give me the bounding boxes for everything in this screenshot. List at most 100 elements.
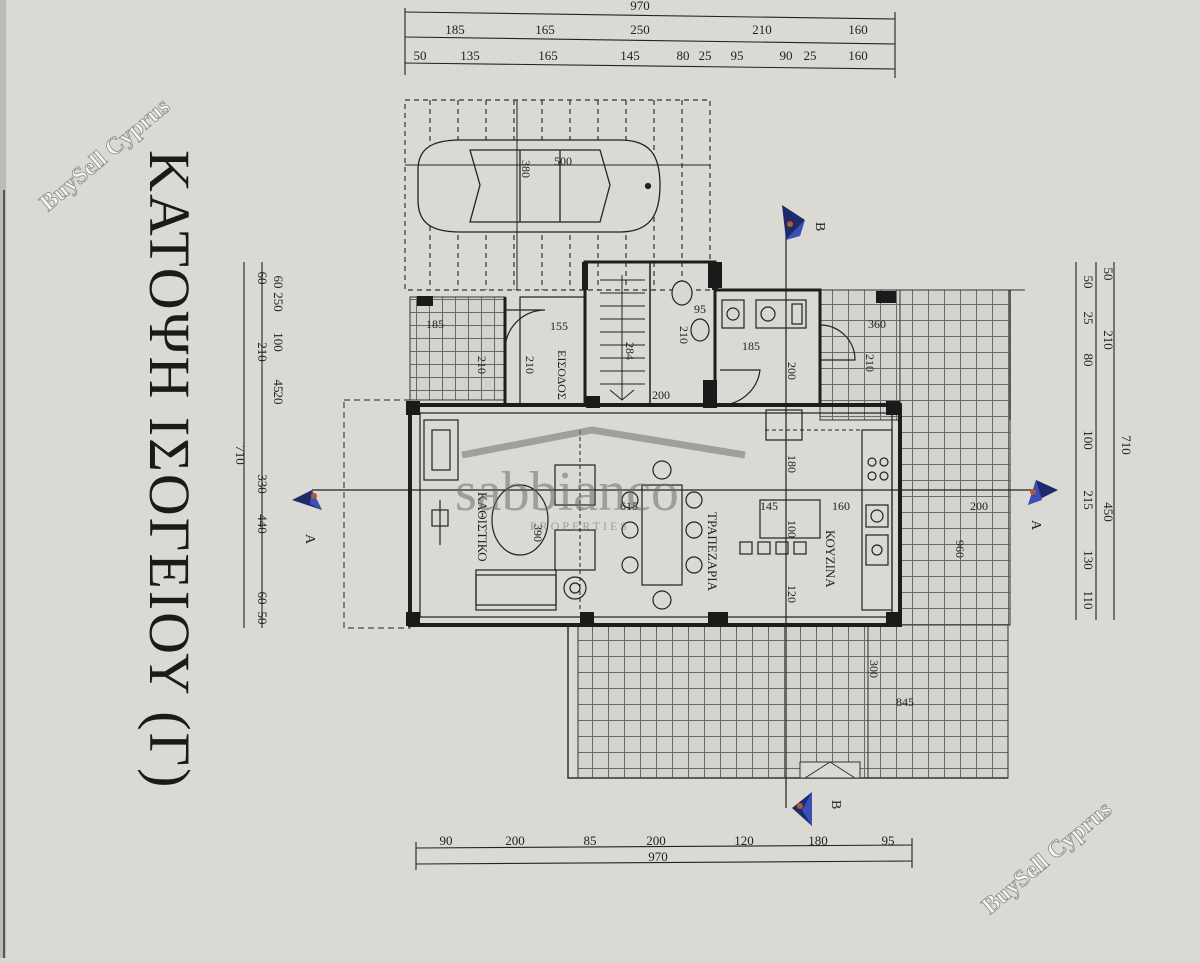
dim-top-row1: 165 xyxy=(535,22,555,37)
dim-terrace-h: 960 xyxy=(953,540,967,558)
dim-right-a: 110 xyxy=(1081,590,1096,609)
section-lines xyxy=(312,222,1048,808)
dim-hall-h: 180 xyxy=(785,455,799,473)
dim-island-h: 100 xyxy=(785,520,799,538)
dim-left-b: 210 xyxy=(255,342,270,362)
room-label-dining: ΤΡΑΠΕΖΑΡΙΑ xyxy=(705,512,720,592)
dim-bottom-row: 85 xyxy=(584,833,597,848)
dim-car-length: 500 xyxy=(554,154,572,168)
dim-wc-w: 95 xyxy=(694,302,706,316)
page-title: ΚΑΤΟΨΗ ΙΣΟΓΕΙΟΥ (Γ) xyxy=(137,150,202,789)
dim-porch-right-h: 210 xyxy=(863,354,877,372)
dim-left-b: 60 xyxy=(255,592,270,605)
dim-bottom-row: 200 xyxy=(505,833,525,848)
kitchen-counter xyxy=(739,409,893,611)
dim-right-b: 50 xyxy=(1101,268,1116,281)
dim-left-b: 330 xyxy=(255,474,270,494)
dim-right-a: 50 xyxy=(1081,276,1096,289)
section-marker-a-right: A xyxy=(1028,480,1058,531)
bathroom-fixtures xyxy=(671,280,807,342)
dim-left-b: 60 xyxy=(255,272,270,285)
dim-right-a: 80 xyxy=(1081,354,1096,367)
dim-stair-h: 284 xyxy=(623,342,637,360)
dim-kitchen-h: 200 xyxy=(785,362,799,380)
dim-top-row2: 160 xyxy=(848,48,868,63)
section-marker-b-bottom: B xyxy=(792,792,843,826)
dim-island-w: 145 xyxy=(760,499,778,513)
dim-left-a: 60 xyxy=(271,276,286,289)
dim-top-row2: 165 xyxy=(538,48,558,63)
dim-bottom-row: 95 xyxy=(882,833,895,848)
dim-top-row1: 250 xyxy=(630,22,650,37)
dim-top-row2: 25 xyxy=(699,48,712,63)
dim-bottom-row: 180 xyxy=(808,833,828,848)
room-label-living: ΚΑΘΙΣΤΙΚΟ xyxy=(475,492,490,562)
dim-living-w: 615 xyxy=(620,499,638,513)
dim-right-a: 215 xyxy=(1081,490,1096,510)
dim-left-a: 250 xyxy=(271,292,286,312)
dim-left-a: 20 xyxy=(271,392,286,405)
svg-text:A: A xyxy=(302,534,317,545)
dim-wc-h: 210 xyxy=(677,326,691,344)
dim-left-a: 100 xyxy=(271,332,286,352)
dim-stair-b: 200 xyxy=(652,388,670,402)
dim-top-row2: 80 xyxy=(677,48,690,63)
wall-columns xyxy=(406,262,900,626)
dim-right-b: 450 xyxy=(1101,502,1116,522)
living-furniture xyxy=(423,419,596,611)
dim-top-row1: 185 xyxy=(445,22,465,37)
svg-text:sabbianco: sabbianco xyxy=(455,461,679,523)
svg-text:B: B xyxy=(828,800,843,809)
dim-right-a: 25 xyxy=(1081,312,1096,325)
doors xyxy=(504,309,856,406)
dining-table xyxy=(621,460,703,610)
car-icon xyxy=(417,139,661,233)
dim-top-row1: 210 xyxy=(752,22,772,37)
dim-top-total: 970 xyxy=(630,0,650,13)
dimension-lines xyxy=(243,8,1115,870)
room-label-kitchen: ΚΟΥΖΙΝΑ xyxy=(823,530,838,588)
dimension-labels: 185 165 250 210 160 50 135 165 145 80 25 95 90 25 160 9… xyxy=(233,22,1134,864)
dim-top-row2: 145 xyxy=(620,48,640,63)
dim-left-b: 440 xyxy=(255,514,270,534)
dim-bottom-row: 200 xyxy=(646,833,666,848)
dim-entrance-h: 210 xyxy=(523,356,537,374)
svg-text:B: B xyxy=(812,222,827,231)
dim-top-row2: 50 xyxy=(414,48,427,63)
dim-porch-left: 185 xyxy=(426,317,444,331)
dim-terrace-b: 300 xyxy=(867,660,881,678)
section-marker-b-top: B xyxy=(782,205,827,240)
dim-kitchen-low: 120 xyxy=(785,585,799,603)
dim-right-a: 130 xyxy=(1081,550,1096,570)
room-label-entrance: ΕΙΣΟΔΟΣ xyxy=(555,350,569,400)
staircase xyxy=(600,275,645,401)
dim-terrace-w: 200 xyxy=(970,499,988,513)
dim-right-a: 100 xyxy=(1081,430,1096,450)
dim-top-row2: 90 xyxy=(780,48,793,63)
dim-right-total: 710 xyxy=(1119,435,1134,455)
section-marker-a-left: A xyxy=(292,490,322,545)
dim-right-b: 210 xyxy=(1101,330,1116,350)
dim-top-row2: 25 xyxy=(804,48,817,63)
dim-bottom-row: 120 xyxy=(734,833,754,848)
sabbianco-logo: sabbianco PROPERTIES xyxy=(455,426,746,533)
dim-living-h: 390 xyxy=(531,524,545,542)
dim-entrance-w: 155 xyxy=(550,319,568,333)
dim-top-row1: 160 xyxy=(848,22,868,37)
dim-porch-right: 360 xyxy=(868,317,886,331)
dim-bottom-total: 970 xyxy=(648,849,668,864)
dim-kitchen-w: 160 xyxy=(832,499,850,513)
svg-text:A: A xyxy=(1028,520,1043,531)
dim-left-b: 50 xyxy=(255,612,270,625)
svg-text:PROPERTIES: PROPERTIES xyxy=(530,519,630,533)
dim-top-row2: 135 xyxy=(460,48,480,63)
dim-porch-left-h: 210 xyxy=(475,356,489,374)
dim-terrace-bw: 845 xyxy=(896,695,914,709)
dim-left-a: 45 xyxy=(271,380,286,393)
dim-bottom-row: 90 xyxy=(440,833,453,848)
dim-top-row2: 95 xyxy=(731,48,744,63)
dim-kitchen-top: 185 xyxy=(742,339,760,353)
dim-left-total: 710 xyxy=(233,445,248,465)
